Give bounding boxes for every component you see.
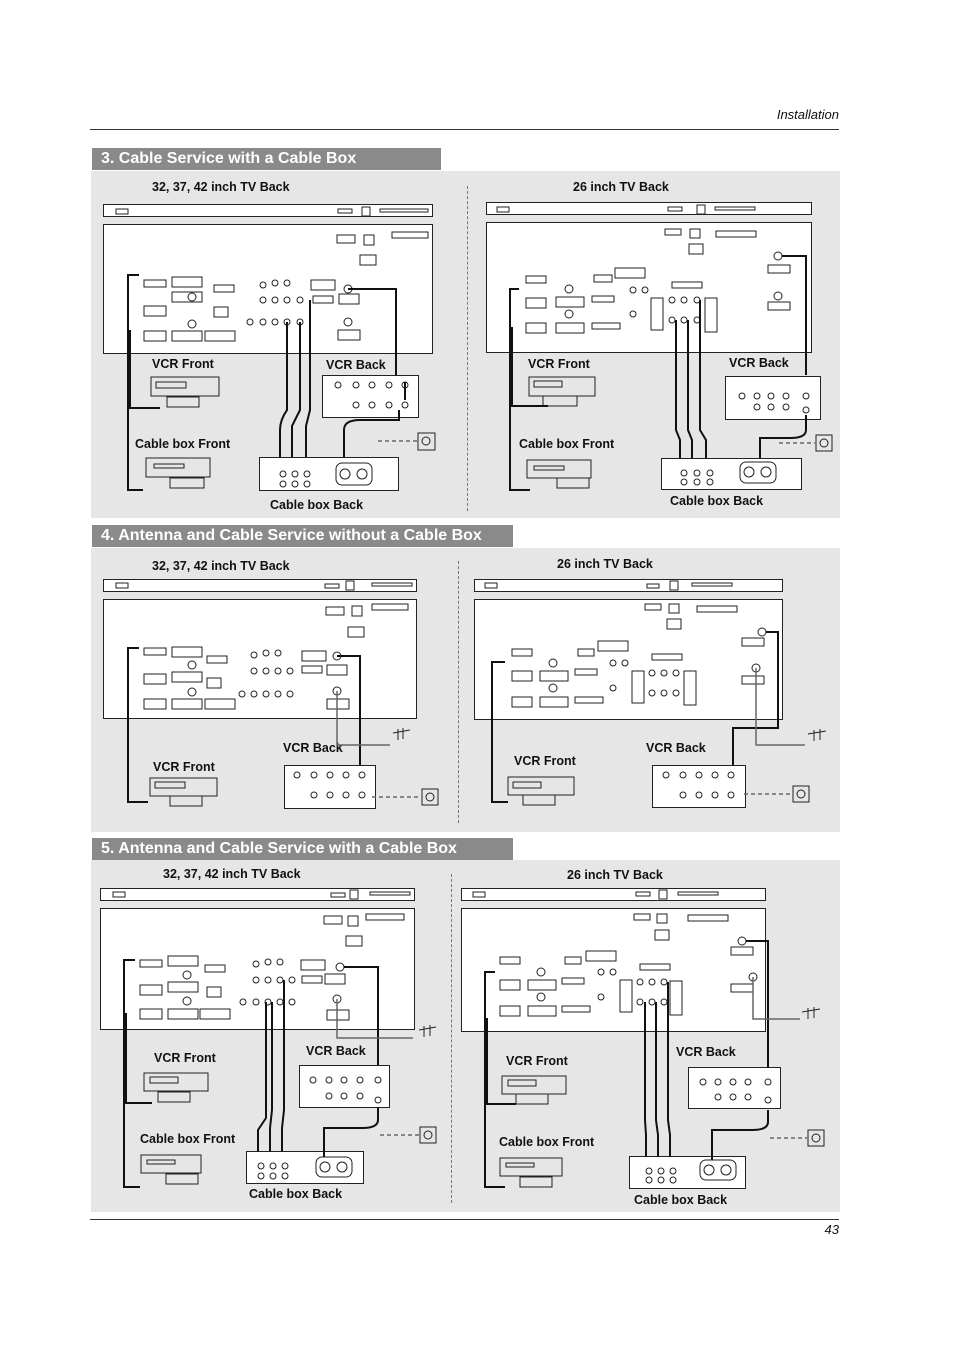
vcr-front-label: VCR Front [152,357,214,371]
section-4-divider [458,561,459,823]
section-3-left-panel-label: 32, 37, 42 inch TV Back [152,180,290,194]
tv-back-panel [103,599,417,719]
tv-back-panel [474,599,783,720]
cablebox-back-panel [629,1156,746,1189]
tv-back-panel [461,908,766,1032]
vcr-back-panel [725,376,821,420]
cablebox-back-label: Cable box Back [634,1193,728,1207]
tv-back-strip [461,888,766,901]
vcr-back-label: VCR Back [676,1045,736,1059]
cablebox-back-panel [246,1151,364,1184]
cablebox-front-label: Cable box Front [499,1135,595,1149]
tv-back-panel [100,908,415,1030]
cablebox-back-panel [259,457,399,491]
header-rule [90,129,839,130]
vcr-front-label: VCR Front [514,754,576,768]
section-4-left-panel-label: 32, 37, 42 inch TV Back [152,559,290,573]
vcr-back-panel [322,375,419,418]
vcr-front-label: VCR Front [528,357,590,371]
page-number: 43 [824,1222,839,1237]
section-3-divider [467,186,468,511]
section-3-title: 3. Cable Service with a Cable Box [92,148,441,170]
section-5-title: 5. Antenna and Cable Service with a Cabl… [92,838,513,860]
vcr-back-label: VCR Back [326,358,386,372]
tv-back-panel [103,224,433,354]
vcr-back-label: VCR Back [646,741,706,755]
cablebox-back-label: Cable box Back [270,498,364,512]
section-4-title: 4. Antenna and Cable Service without a C… [92,525,513,547]
vcr-back-panel [652,765,746,808]
tv-back-strip [474,579,783,592]
tv-back-panel [486,222,812,353]
section-5-right-panel-label: 26 inch TV Back [567,868,663,882]
footer-rule [90,1219,839,1220]
cablebox-front-label: Cable box Front [519,437,615,451]
vcr-back-label: VCR Back [729,356,789,370]
cablebox-front-label: Cable box Front [135,437,231,451]
vcr-back-panel [299,1065,390,1108]
section-5-left-panel-label: 32, 37, 42 inch TV Back [163,867,301,881]
vcr-front-label: VCR Front [154,1051,216,1065]
tv-back-strip [100,888,415,901]
section-5-divider [451,874,452,1203]
vcr-front-label: VCR Front [153,760,215,774]
vcr-back-label: VCR Back [306,1044,366,1058]
vcr-front-label: VCR Front [506,1054,568,1068]
header-title: Installation [776,107,839,122]
section-4-right-panel-label: 26 inch TV Back [557,557,653,571]
cablebox-back-label: Cable box Back [670,494,764,508]
vcr-back-label: VCR Back [283,741,343,755]
vcr-back-panel [688,1067,781,1109]
tv-back-strip [103,204,433,217]
section-3-right-panel-label: 26 inch TV Back [573,180,669,194]
vcr-back-panel [284,765,376,809]
tv-back-strip [103,579,417,592]
cablebox-back-panel [661,458,802,490]
tv-back-strip [486,202,812,215]
cablebox-back-label: Cable box Back [249,1187,343,1201]
cablebox-front-label: Cable box Front [140,1132,236,1146]
